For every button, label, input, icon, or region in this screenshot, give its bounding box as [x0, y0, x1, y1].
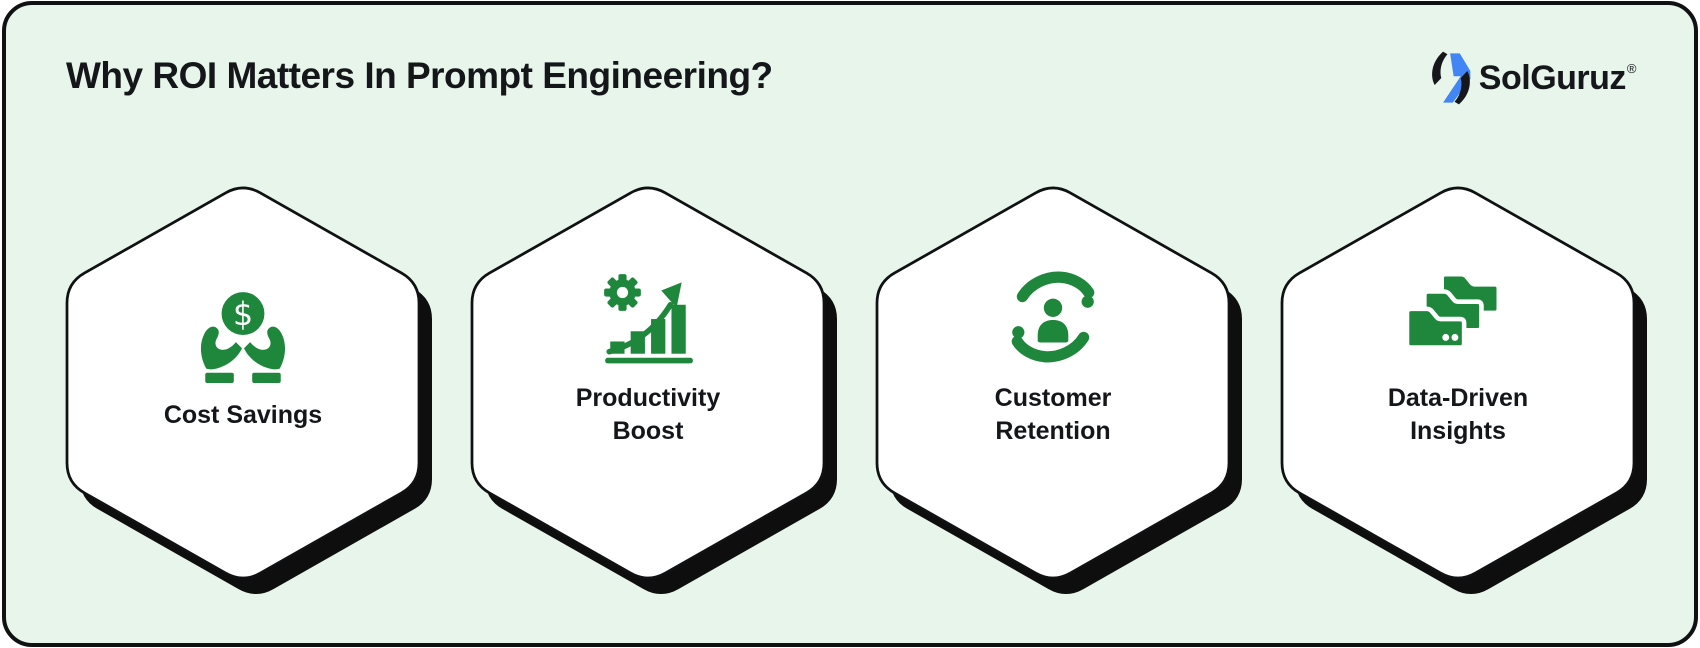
hands-holding-dollar-icon: $ [200, 291, 286, 383]
gear-growth-chart-icon [604, 274, 693, 364]
brand-logo: SolGuruz ® [1429, 49, 1637, 107]
solguruz-logomark-icon [1431, 51, 1471, 105]
card-cost-savings: $ Cost Savings [65, 180, 435, 602]
card-label: Customer Retention [994, 384, 1112, 445]
brand-name-text: SolGuruz [1478, 58, 1627, 97]
benefit-cards-row: $ Cost Savings [65, 180, 1650, 602]
stacked-folders-icon [1407, 266, 1509, 368]
registered-mark: ® [1626, 60, 1637, 76]
card-customer-retention: Customer Retention [875, 180, 1245, 602]
card-label: Cost Savings [163, 400, 323, 429]
card-data-driven-insights: Data-Driven Insights [1280, 180, 1650, 602]
svg-text:$: $ [233, 296, 253, 332]
card-productivity-boost: Productivity Boost [470, 180, 840, 602]
brand-name: SolGuruz ® [1478, 58, 1637, 98]
card-label: Data-Driven Insights [1387, 384, 1529, 445]
card-label: Productivity Boost [575, 384, 721, 445]
hands-around-person-icon [1011, 271, 1095, 363]
page-title: Why ROI Matters In Prompt Engineering? [66, 55, 773, 96]
